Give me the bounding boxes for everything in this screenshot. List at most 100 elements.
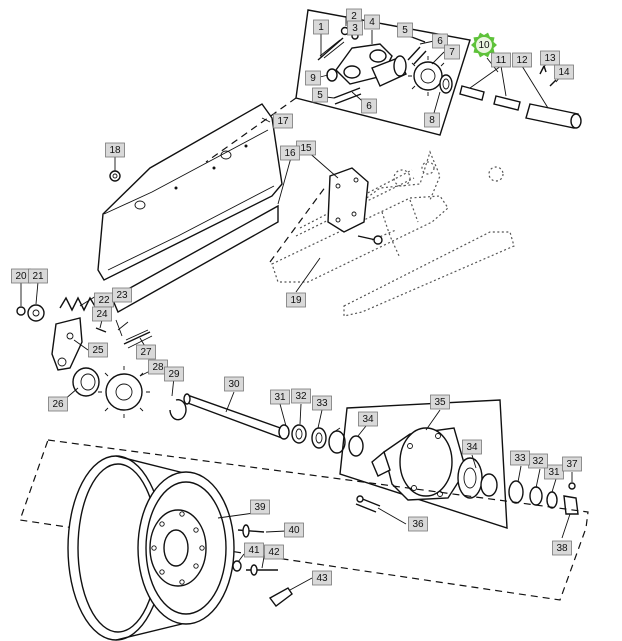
callout-18[interactable]: 18 — [105, 142, 125, 158]
callout-box — [105, 142, 125, 158]
callout-23[interactable]: 23 — [112, 287, 132, 303]
shaft-part — [525, 103, 579, 129]
bearing-part — [439, 74, 453, 94]
roller-part — [493, 95, 521, 111]
callout-6[interactable]: 6 — [361, 98, 377, 114]
callout-30[interactable]: 30 — [224, 376, 244, 392]
callout-31[interactable]: 31 — [544, 464, 564, 480]
callout-10[interactable]: 10 — [471, 32, 497, 58]
callout-box — [88, 342, 108, 358]
upper-assembly-frame — [295, 9, 471, 136]
callout-21[interactable]: 21 — [28, 268, 48, 284]
callout-38[interactable]: 38 — [552, 540, 572, 556]
callout-box — [554, 64, 574, 80]
callout-16[interactable]: 16 — [280, 145, 300, 161]
callout-42[interactable]: 42 — [264, 544, 284, 560]
callout-41[interactable]: 41 — [244, 542, 264, 558]
bearing-part — [291, 424, 307, 444]
callout-24[interactable]: 24 — [92, 306, 112, 322]
callout-box — [512, 52, 532, 68]
callout-box — [112, 287, 132, 303]
callout-box — [408, 516, 428, 532]
callout-4[interactable]: 4 — [364, 14, 380, 30]
callout-number: 22 — [98, 295, 110, 306]
callout-8[interactable]: 8 — [424, 112, 440, 128]
spring-part — [59, 296, 97, 312]
callout-5[interactable]: 5 — [397, 22, 413, 38]
callout-35[interactable]: 35 — [430, 394, 450, 410]
callout-number: 36 — [412, 519, 424, 530]
callout-36[interactable]: 36 — [408, 516, 428, 532]
callout-13[interactable]: 13 — [540, 50, 560, 66]
callout-3[interactable]: 3 — [347, 20, 363, 36]
callout-32[interactable]: 32 — [528, 453, 548, 469]
bearing-part — [311, 427, 327, 449]
callout-27[interactable]: 27 — [136, 344, 156, 360]
callout-box — [280, 145, 300, 161]
callout-box — [270, 389, 290, 405]
callout-number: 17 — [277, 116, 289, 127]
mounting-plate-part — [327, 167, 369, 233]
sprocket-part — [413, 61, 443, 91]
callout-20[interactable]: 20 — [11, 268, 31, 284]
callout-32[interactable]: 32 — [291, 388, 311, 404]
callout-34[interactable]: 34 — [358, 411, 378, 427]
callout-22[interactable]: 22 — [94, 292, 114, 308]
callout-26[interactable]: 26 — [48, 396, 68, 412]
upper-drive-assembly — [295, 9, 582, 136]
callout-29[interactable]: 29 — [164, 366, 184, 382]
callout-number: 16 — [284, 148, 296, 159]
callout-34[interactable]: 34 — [462, 439, 482, 455]
bearing-cup-part — [480, 473, 498, 497]
callout-9[interactable]: 9 — [305, 70, 321, 86]
callout-17[interactable]: 17 — [273, 113, 293, 129]
callout-number: 13 — [544, 53, 556, 64]
callout-number: 31 — [548, 467, 560, 478]
callout-number: 11 — [496, 55, 507, 66]
callout-33[interactable]: 33 — [312, 395, 332, 411]
callout-number: 15 — [300, 143, 312, 154]
callout-25[interactable]: 25 — [88, 342, 108, 358]
idler-part — [72, 367, 100, 397]
callout-box — [264, 544, 284, 560]
callout-box — [491, 52, 511, 68]
callout-19[interactable]: 19 — [286, 292, 306, 308]
callout-number: 33 — [514, 453, 526, 464]
callout-box — [361, 98, 377, 114]
callout-37[interactable]: 37 — [562, 456, 582, 472]
snap-ring-part — [169, 398, 187, 421]
callout-6[interactable]: 6 — [432, 33, 448, 49]
callout-box — [424, 112, 440, 128]
callout-number: 14 — [558, 67, 570, 78]
callout-number: 21 — [32, 271, 44, 282]
callout-number: 37 — [566, 459, 578, 470]
callout-box — [510, 450, 530, 466]
callout-box — [92, 306, 112, 322]
callout-number: 18 — [109, 145, 121, 156]
callout-number: 42 — [268, 547, 280, 558]
assembly-leader — [205, 97, 297, 163]
callout-43[interactable]: 43 — [312, 570, 332, 586]
support-bar-part — [111, 204, 279, 313]
callout-12[interactable]: 12 — [512, 52, 532, 68]
callout-1[interactable]: 1 — [313, 19, 329, 35]
callout-11[interactable]: 11 — [491, 52, 511, 68]
callout-5[interactable]: 5 — [312, 87, 328, 103]
tensioner-assembly — [16, 296, 187, 421]
callout-number: 25 — [92, 345, 104, 356]
callout-40[interactable]: 40 — [284, 522, 304, 538]
callout-number: 5 — [402, 25, 408, 36]
callout-box — [358, 411, 378, 427]
callout-box — [224, 376, 244, 392]
callout-box — [540, 50, 560, 66]
callout-box — [430, 394, 450, 410]
callout-39[interactable]: 39 — [250, 499, 270, 515]
callout-14[interactable]: 14 — [554, 64, 574, 80]
callout-33[interactable]: 33 — [510, 450, 530, 466]
callout-box — [284, 522, 304, 538]
callout-7[interactable]: 7 — [444, 44, 460, 60]
washer-part — [326, 68, 338, 82]
callout-31[interactable]: 31 — [270, 389, 290, 405]
callout-number: 10 — [478, 40, 490, 51]
callout-number: 5 — [317, 90, 323, 101]
